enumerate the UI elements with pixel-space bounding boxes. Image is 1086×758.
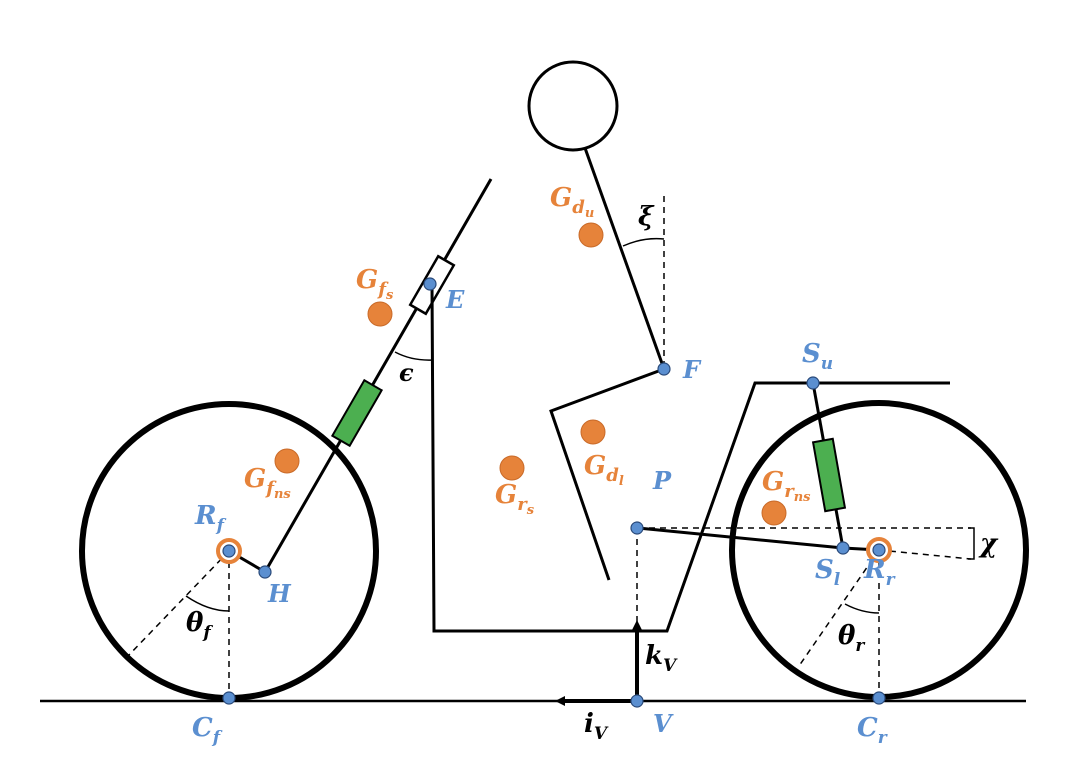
rider-torso xyxy=(583,147,666,370)
label-rr: Rr xyxy=(863,555,896,590)
point-cf xyxy=(222,691,236,705)
point-e xyxy=(423,277,437,291)
main-frame xyxy=(430,284,950,633)
point-h xyxy=(258,565,272,579)
label-epsilon: ϵ xyxy=(399,358,414,387)
label-su: Su xyxy=(802,339,833,374)
mass-gdu xyxy=(578,222,604,248)
rider-head xyxy=(527,60,619,152)
epsilon-arc xyxy=(394,351,434,361)
mass-gdl xyxy=(580,419,606,445)
fork-lower xyxy=(263,178,493,573)
point-rr xyxy=(872,543,886,557)
point-cr xyxy=(872,691,886,705)
point-sl xyxy=(836,541,850,555)
mass-gfns xyxy=(274,448,300,474)
label-h: H xyxy=(267,579,292,608)
rear-spring xyxy=(811,437,847,513)
label-theta-r: θr xyxy=(838,621,865,656)
theta-r-arc xyxy=(844,603,880,614)
label-cf: Cf xyxy=(192,713,223,748)
rear-swing-arm xyxy=(637,526,844,550)
theta-f-arc xyxy=(185,595,230,612)
label-grns: Grns xyxy=(762,467,811,505)
chi-bracket xyxy=(968,527,975,560)
point-v xyxy=(630,694,644,708)
point-p xyxy=(630,521,644,535)
front-spring xyxy=(330,378,384,448)
label-cr: Cr xyxy=(857,713,888,748)
label-theta-f: θf xyxy=(186,608,213,643)
point-f xyxy=(657,362,671,376)
label-e: E xyxy=(445,285,465,314)
label-gdl: Gdl xyxy=(584,451,624,489)
point-su xyxy=(806,376,820,390)
label-iv: iV xyxy=(584,709,609,744)
label-v: V xyxy=(653,709,674,738)
label-p: P xyxy=(652,466,672,495)
label-gfs: Gfs xyxy=(356,265,394,303)
front-rotated-dashed xyxy=(127,550,230,657)
point-rf xyxy=(222,544,236,558)
mass-gfs xyxy=(367,301,393,327)
label-f: F xyxy=(682,355,702,384)
mass-grs xyxy=(499,455,525,481)
label-grs: Grs xyxy=(495,480,535,518)
label-sl: Sl xyxy=(815,555,841,590)
label-kv: kV xyxy=(645,641,678,676)
rider-leg xyxy=(549,367,665,581)
label-rf: Rf xyxy=(194,501,227,536)
rear-rotated-dashed xyxy=(798,549,880,667)
label-xi: ξ xyxy=(638,202,655,232)
label-chi: χ xyxy=(978,529,999,559)
mass-grns xyxy=(761,500,787,526)
xi-arc xyxy=(622,237,665,247)
chi-rotated-dashed xyxy=(878,549,972,560)
label-gdu: Gdu xyxy=(550,183,594,221)
